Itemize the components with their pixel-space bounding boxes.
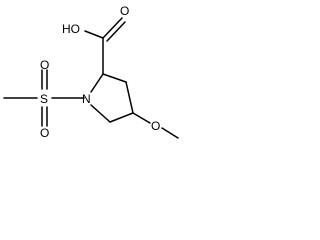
bond-carboxyl-double-o-a [102,17,123,39]
bond-c3-c4 [125,81,134,114]
hydroxyl-label: HO [62,22,80,36]
bond-carboxyl-double-o-b [106,21,126,42]
sulfur-label: S [40,92,48,106]
bond-methoxy-o-methyl [161,127,179,139]
methoxy-oxygen-label: O [151,119,160,133]
sulfonyl-oxygen-top-label: O [40,58,49,72]
nitrogen-label: N [82,92,91,106]
bond-c2-c3 [102,73,127,83]
bond-c4-c5 [109,112,134,123]
sulfonyl-oxygen-bottom-label: O [40,126,49,140]
molecule-structure: HO O N S O O O [3,4,179,140]
atom-labels: HO O N S O O O [40,4,160,140]
bond-c5-n [90,104,111,123]
bonds [3,17,179,139]
bond-c4-methoxy-o [132,112,151,124]
carbonyl-oxygen-label: O [120,4,129,18]
bond-carboxyl-oh [84,30,104,39]
bond-n-c2 [90,73,104,93]
